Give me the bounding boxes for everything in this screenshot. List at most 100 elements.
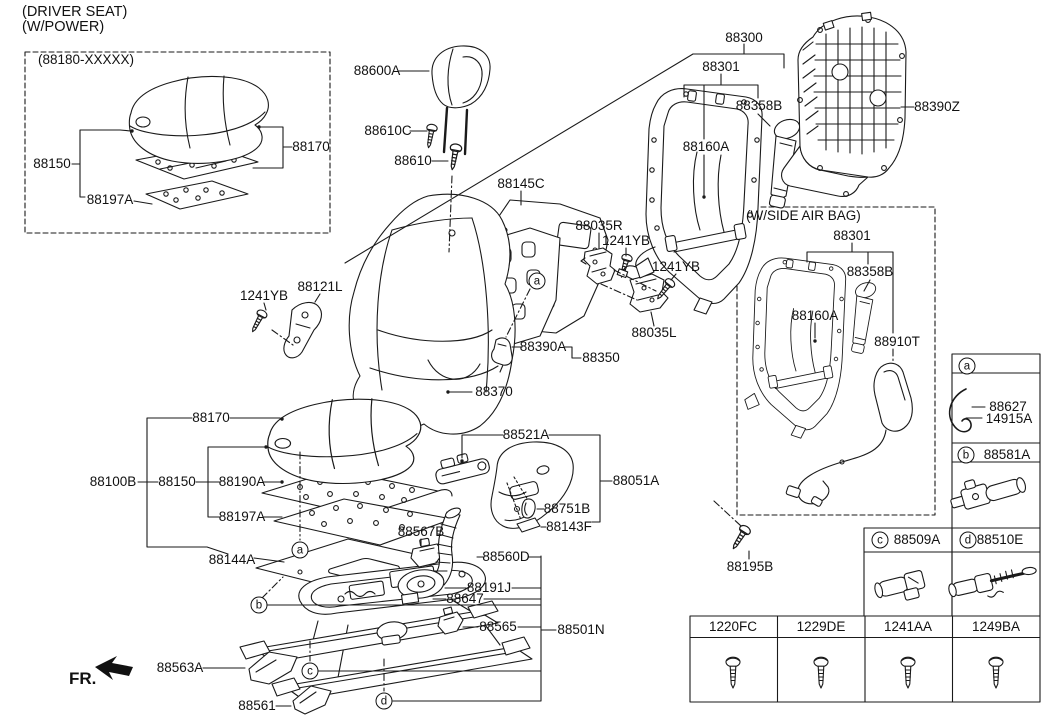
- legend-marker-b: b: [957, 446, 975, 464]
- solid-leader-lines: [71, 43, 986, 707]
- dotted-leader-lines: [506, 476, 529, 521]
- label-88561: 88561: [238, 697, 276, 713]
- cover-88561-art: [292, 685, 332, 715]
- label-airbag-box-title: (W/SIDE AIR BAG): [746, 208, 861, 223]
- label-88600A: 88600A: [353, 62, 401, 78]
- legend-motor-88581A-art: [950, 477, 1027, 510]
- legend-marker-c: c: [871, 531, 889, 549]
- airbag-module-88910T-art: [873, 362, 913, 432]
- label-88144A: 88144A: [208, 551, 256, 567]
- label-88150-seat: 88150: [158, 473, 196, 489]
- inset-cushion-art: [128, 75, 269, 210]
- label-88300: 88300: [725, 29, 763, 45]
- headrest-art: [431, 45, 491, 156]
- inset-box-border: [24, 51, 331, 234]
- label-88560D: 88560D: [482, 548, 530, 564]
- label-88121L: 88121L: [297, 278, 343, 294]
- label-88197A-inset: 88197A: [86, 191, 134, 207]
- label-88647: 88647: [446, 590, 484, 606]
- marker-a-cushion: a: [291, 541, 309, 559]
- airbag-harness-art: [785, 429, 887, 507]
- label-88610: 88610: [394, 152, 432, 168]
- label-88195B: 88195B: [726, 558, 774, 574]
- legend-label-14915A: 14915A: [985, 410, 1033, 426]
- label-88160A-airbag: 88160A: [791, 307, 839, 323]
- label-1241YB-r1: 1241YB: [601, 232, 651, 248]
- label-88160A: 88160A: [682, 138, 730, 154]
- label-88358B-airbag: 88358B: [846, 263, 894, 279]
- legend-marker-d: d: [959, 531, 977, 549]
- label-88565: 88565: [479, 618, 517, 634]
- screw-1249BA-art: [988, 656, 1004, 689]
- legend-label-88510E: 88510E: [976, 531, 1024, 547]
- track-88501N-art: [239, 561, 533, 700]
- wire-bracket-88390A-art: [491, 337, 513, 373]
- back-panel-88390Z-art: [781, 11, 907, 197]
- screw-1220FC-art: [725, 656, 741, 689]
- airbag-box-border: [736, 206, 936, 516]
- side-shield-88051A-art: [490, 441, 574, 529]
- leader-dots: [130, 125, 817, 484]
- back-cushion-88370-art: [348, 193, 516, 435]
- legend-wire-art: [948, 388, 972, 433]
- switch-88521A-art: [435, 453, 490, 485]
- diagram-title-line1: (DRIVER SEAT): [22, 4, 128, 20]
- legend-marker-a: a: [958, 357, 976, 375]
- label-1241YB-l: 1241YB: [239, 287, 289, 303]
- clip-88567B-art: [410, 537, 444, 568]
- fastener-label-1229DE: 1229DE: [796, 618, 846, 634]
- label-88567B: 88567B: [397, 523, 445, 539]
- label-88501N: 88501N: [557, 621, 605, 637]
- fr-direction-label: FR.: [69, 669, 97, 688]
- fr-arrow-icon: [95, 656, 133, 680]
- label-88751B: 88751B: [543, 500, 591, 516]
- legend-label-88627: 88627: [989, 398, 1027, 414]
- label-88390Z: 88390Z: [914, 98, 960, 114]
- label-88191J: 88191J: [466, 579, 512, 595]
- fastener-label-1220FC: 1220FC: [708, 618, 758, 634]
- label-88301: 88301: [702, 58, 740, 74]
- label-88301-airbag: 88301: [833, 227, 871, 243]
- cap-88143F-art: [516, 517, 541, 533]
- label-88051A: 88051A: [612, 472, 660, 488]
- airbag-frame-art: [744, 257, 847, 439]
- legend-motor-88510E-art: [948, 566, 1037, 598]
- fastener-label-1241AA: 1241AA: [883, 618, 933, 634]
- legend-label-88509A: 88509A: [893, 531, 941, 547]
- label-88358B: 88358B: [735, 97, 783, 113]
- bolt-88195B-art: [727, 523, 753, 553]
- label-88350: 88350: [582, 349, 620, 365]
- label-88143F: 88143F: [546, 518, 592, 534]
- shield-inner-left-88035L-art: [629, 273, 669, 313]
- label-88035L: 88035L: [631, 324, 677, 340]
- legend-label-88581A: 88581A: [983, 446, 1031, 462]
- fastener-label-1249BA: 1249BA: [971, 618, 1021, 634]
- label-88197A-seat: 88197A: [218, 508, 266, 524]
- label-88190A: 88190A: [218, 473, 266, 489]
- guide-cap-bolt-art: [422, 123, 439, 150]
- legend-borders: [689, 353, 1041, 703]
- screw-1229DE-art: [813, 656, 829, 689]
- dash-dot-leader-lines: [261, 175, 894, 692]
- label-88521A: 88521A: [502, 426, 550, 442]
- mounting-bracket-88121L-art: [283, 301, 323, 359]
- label-88910T: 88910T: [874, 333, 920, 349]
- label-88610C: 88610C: [364, 122, 412, 138]
- label-88035R: 88035R: [575, 217, 623, 233]
- label-1241YB-r2: 1241YB: [651, 258, 701, 274]
- guide-bolt-art: [445, 142, 463, 172]
- label-88150-inset: 88150: [33, 155, 71, 171]
- label-88390A: 88390A: [519, 338, 567, 354]
- marker-b-track: b: [250, 596, 268, 614]
- marker-c-track: c: [301, 662, 319, 680]
- screw-1241YB-left-art: [247, 307, 269, 335]
- marker-a-back: a: [528, 272, 546, 290]
- label-88145C: 88145C: [497, 175, 545, 191]
- duct-88560D-art: [430, 507, 461, 586]
- knob-88751B-art: [521, 498, 536, 519]
- clip-88565-art: [437, 606, 464, 635]
- marker-d-track: d: [375, 692, 393, 710]
- label-88370: 88370: [475, 383, 513, 399]
- frame-wire-art: [616, 246, 656, 279]
